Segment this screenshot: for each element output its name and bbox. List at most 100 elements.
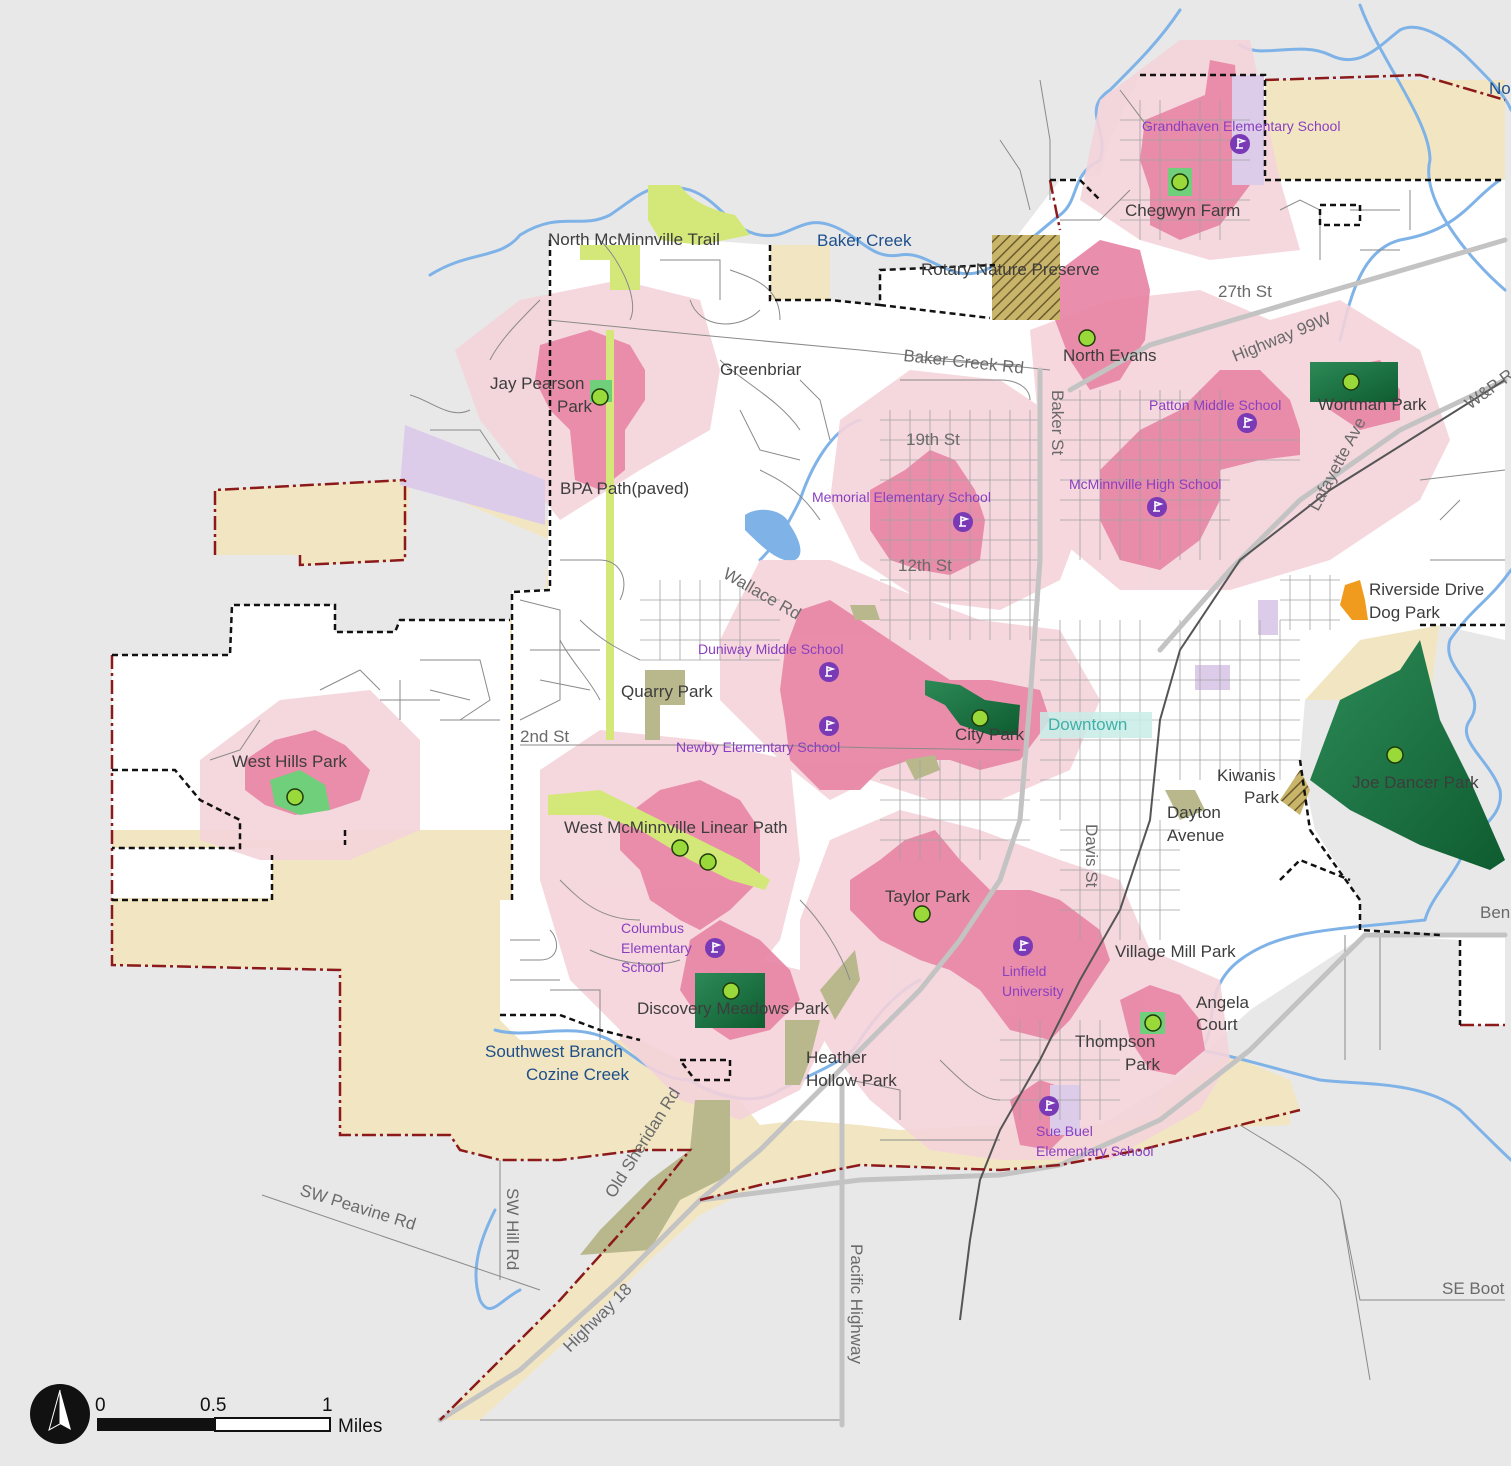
rural-reserve-north <box>1265 80 1505 180</box>
park-label: Discovery Meadows Park <box>637 999 829 1018</box>
school-labels: Grandhaven Elementary School Patton Midd… <box>621 118 1340 1159</box>
school-icon <box>1013 936 1033 956</box>
water-labels: Baker Creek Southwest Branch Cozine Cree… <box>485 79 1511 1084</box>
urban-growth-boundary <box>110 73 1506 1421</box>
park-marker <box>1342 373 1360 391</box>
park-label: Joe Dancer Park <box>1352 773 1479 792</box>
railroad <box>959 379 1506 1321</box>
water-label: Cozine Creek <box>526 1065 629 1084</box>
road-label: 27th St <box>1218 282 1272 301</box>
natural-areas <box>580 605 1205 1255</box>
park-label: Quarry Park <box>621 682 713 701</box>
park-label: Thompson <box>1075 1032 1155 1051</box>
park-marker <box>722 982 740 1000</box>
school-label: Elementary <box>621 940 692 956</box>
city-park-area <box>925 680 1020 735</box>
school-label: School <box>621 959 664 975</box>
park-label: Dog Park <box>1369 603 1440 622</box>
park-label: Park <box>1125 1055 1160 1074</box>
joe-dancer-park-area <box>1310 640 1505 870</box>
path-labels: North McMinnville Trail BPA Path(paved) … <box>548 230 788 837</box>
school-icon <box>953 512 973 532</box>
school-label: Elementary School <box>1036 1143 1154 1159</box>
rural-reserve-nw <box>770 245 830 300</box>
park-marker <box>1144 1014 1162 1032</box>
park-label: Court <box>1196 1015 1238 1034</box>
downtown-label: Downtown <box>1048 715 1127 734</box>
park-label: North Evans <box>1063 346 1157 365</box>
path-label: North McMinnville Trail <box>548 230 720 249</box>
school-label: University <box>1002 983 1063 999</box>
scale-bar-segment-black <box>97 1418 215 1431</box>
school-icon <box>1237 413 1257 433</box>
park-label: Riverside Drive <box>1369 580 1484 599</box>
school-label: Memorial Elementary School <box>812 489 991 505</box>
park-label: Kiwanis <box>1217 766 1276 785</box>
park-label: Park <box>557 397 592 416</box>
park-label: West Hills Park <box>232 752 347 771</box>
city-limits <box>112 73 1505 1082</box>
water-label: Southwest Branch <box>485 1042 623 1061</box>
road-label: 12th St <box>898 556 952 575</box>
scale-tick-label: 0 <box>95 1395 106 1416</box>
school-markers <box>705 134 1257 1116</box>
park-label: Wortman Park <box>1318 395 1427 414</box>
park-label: Chegwyn Farm <box>1125 201 1240 220</box>
urban-area-south-west <box>112 848 272 898</box>
park-label: Angela <box>1196 993 1249 1012</box>
park-label: Park <box>1244 788 1279 807</box>
park-marker <box>699 853 717 871</box>
scale-tick-label: 1 <box>322 1395 333 1416</box>
park-labels: Jay Pearson Park Chegwyn Farm Rotary Nat… <box>232 201 1484 1090</box>
south-yamhill-river <box>1198 568 1511 1162</box>
school-label: Columbus <box>621 920 684 936</box>
scale-bar: 0 0.5 1 Miles <box>95 1395 382 1437</box>
park-label: Jay Pearson <box>490 374 585 393</box>
park-label: Taylor Park <box>885 887 971 906</box>
path-label: West McMinnville Linear Path <box>564 818 788 837</box>
park-marker <box>1171 173 1189 191</box>
park-marker <box>671 839 689 857</box>
street-network <box>209 79 1506 1421</box>
scale-unit-label: Miles <box>338 1416 382 1437</box>
road-label: Baker St <box>1048 390 1067 455</box>
school-label: Newby Elementary School <box>676 739 840 755</box>
road-label: SW Hill Rd <box>503 1188 522 1270</box>
park-label: Greenbriar <box>720 360 802 379</box>
downtown-area <box>1040 712 1152 738</box>
school-label: Grandhaven Elementary School <box>1142 118 1340 134</box>
school-icon <box>819 716 839 736</box>
school-icon <box>705 938 725 958</box>
road-label: Pacific Highway <box>847 1244 866 1364</box>
park-marker <box>1386 746 1404 764</box>
school-label: McMinnville High School <box>1069 476 1222 492</box>
water-label: No <box>1489 79 1511 98</box>
water-label: Baker Creek <box>817 231 912 250</box>
park-marker <box>971 709 989 727</box>
wallace-pond <box>745 509 801 561</box>
school-label: Duniway Middle School <box>698 641 844 657</box>
park-marker <box>286 788 304 806</box>
park-marker <box>913 905 931 923</box>
park-marker <box>1078 329 1096 347</box>
park-label: Hollow Park <box>806 1071 897 1090</box>
riverside-dog-park-area <box>1340 580 1368 620</box>
school-icon <box>1230 134 1250 154</box>
park-label: Avenue <box>1167 826 1224 845</box>
park-label: Rotary Nature Preserve <box>921 260 1100 279</box>
school-label: Patton Middle School <box>1149 397 1281 413</box>
north-yamhill-river <box>1238 3 1511 342</box>
road-label: Davis St <box>1082 824 1101 888</box>
school-label: Sue Buel <box>1036 1123 1093 1139</box>
park-label: Dayton <box>1167 803 1221 822</box>
park-label: Village Mill Park <box>1115 942 1236 961</box>
school-icon <box>1147 497 1167 517</box>
school-public-land <box>400 75 1278 1135</box>
park-label: City Park <box>955 725 1024 744</box>
path-label: BPA Path(paved) <box>560 479 689 498</box>
road-label: 2nd St <box>520 727 569 746</box>
north-arrow-icon <box>30 1384 90 1444</box>
discovery-meadows-park-area <box>695 973 765 1028</box>
school-icon <box>1039 1096 1059 1116</box>
